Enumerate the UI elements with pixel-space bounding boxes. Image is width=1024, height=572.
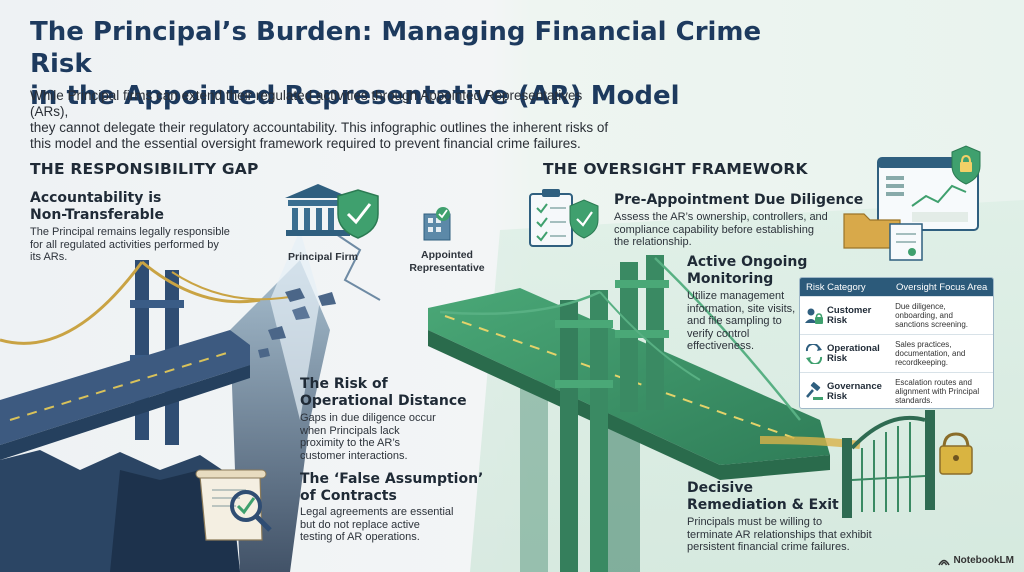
contracts-text-line-2: but do not replace active [300, 518, 420, 531]
intro-line-2: they cannot delegate their regulatory ac… [30, 120, 609, 135]
distance-text-line-2: when Principals lack [300, 424, 400, 437]
distance-title-line-2: Operational Distance [300, 393, 467, 409]
customer-focus-line-1: Due diligence, [895, 302, 946, 311]
monitoring-text-line-2: information, site visits, [687, 302, 796, 315]
due-diligence-text-line-3: the relationship. [614, 236, 692, 248]
appointed-representative-icon [423, 207, 451, 241]
accountability-title-line-1: Accountability is [30, 190, 162, 206]
risk-category-header: Risk Category [806, 281, 866, 293]
monitoring-dashboard-icon [877, 145, 981, 231]
risk-oversight-table: Risk Category Oversight Focus Area Custo… [799, 277, 994, 409]
operational-focus-line-2: documentation, and [895, 349, 966, 358]
risk-category-cell: Governance Risk [800, 380, 891, 402]
due-diligence-text: Assess the AR’s ownership, controllers, … [614, 211, 854, 249]
ongoing-monitoring-title: Active Ongoing Monitoring [687, 254, 807, 288]
due-diligence-title: Pre-Appointment Due Diligence [614, 192, 864, 208]
oversight-focus-cell: Escalation routes and alignment with Pri… [891, 378, 993, 405]
accountability-title: Accountability is Non-Transferable [30, 190, 164, 224]
ongoing-monitoring-text: Utilize management information, site vis… [687, 290, 797, 353]
remediation-title-line-2: Remediation & Exit [687, 497, 839, 513]
title-line-2: in the Appointed Representative (AR) Mod… [30, 81, 680, 111]
ar-label-line-1: Appointed [421, 249, 473, 261]
governance-risk-label-line-1: Governance [827, 380, 882, 392]
brand-name: NotebookLM [953, 555, 1014, 566]
brand-watermark: NotebookLM [938, 555, 1014, 566]
customer-lock-icon [805, 308, 823, 324]
principal-firm-label: Principal Firm [288, 251, 359, 263]
table-header: Risk Category Oversight Focus Area [800, 278, 993, 296]
customer-risk-label-line-1: Customer [827, 304, 872, 316]
checklist-clipboard-icon [529, 189, 599, 247]
table-row: Governance Risk Escalation routes and al… [800, 372, 993, 408]
contracts-text-line-1: Legal agreements are essential [300, 506, 454, 518]
operational-focus-line-1: Sales practices, [895, 340, 952, 349]
customer-risk-label-line-2: Risk [827, 314, 848, 326]
intro-line-1: While Principal firms can extend their r… [30, 88, 583, 119]
gate-icon [842, 410, 935, 518]
padlock-icon [939, 432, 973, 475]
contract-scroll-icon [195, 469, 272, 541]
monitoring-text-line-3: and file sampling to [687, 315, 782, 327]
false-assumption-text: Legal agreements are essential but do no… [300, 506, 480, 544]
accountability-title-line-2: Non-Transferable [30, 207, 164, 223]
folder-icon [843, 213, 923, 261]
operational-flow-icon [805, 343, 823, 364]
remediation-text-line-3: persistent financial crime failures. [687, 541, 850, 553]
monitoring-text-line-5: effectiveness. [687, 340, 755, 352]
operational-risk-label-line-1: Operational [827, 342, 880, 354]
remediation-text: Principals must be willing to terminate … [687, 516, 927, 554]
governance-focus-line-2: alignment with Principal [895, 387, 980, 396]
gavel-icon [806, 381, 823, 400]
monitoring-title-line-1: Active Ongoing [687, 254, 808, 270]
title-line-1: The Principal’s Burden: Managing Financi… [30, 17, 762, 79]
responsibility-gap-heading: THE RESPONSIBILITY GAP [30, 160, 259, 178]
customer-focus-line-2: onboarding, and [895, 311, 953, 320]
appointed-representative-label: Appointed Representative [408, 249, 486, 274]
notebooklm-logo-icon [938, 559, 951, 565]
distance-text-line-3: proximity to the AR’s [300, 437, 401, 449]
customer-focus-line-3: sanctions screening. [895, 320, 968, 329]
oversight-framework-heading: THE OVERSIGHT FRAMEWORK [543, 160, 808, 178]
governance-risk-label-line-2: Risk [827, 390, 848, 402]
remediation-text-line-1: Principals must be willing to [687, 516, 823, 528]
governance-focus-line-1: Escalation routes and [895, 378, 972, 387]
table-row: Operational Risk Sales practices, docume… [800, 334, 993, 372]
operational-focus-line-3: recordkeeping. [895, 358, 948, 367]
governance-focus-line-3: standards. [895, 396, 933, 405]
intro-line-3: this model and the essential oversight f… [30, 136, 581, 151]
operational-distance-text: Gaps in due diligence occur when Princip… [300, 412, 460, 462]
monitoring-text-line-4: verify control [687, 327, 750, 340]
contracts-title-line-2: of Contracts [300, 488, 397, 504]
table-row: Customer Risk Due diligence, onboarding,… [800, 296, 993, 334]
intro-paragraph: While Principal firms can extend their r… [30, 88, 610, 152]
due-diligence-text-line-1: Assess the AR’s ownership, controllers, … [614, 211, 828, 223]
risk-category-cell: Customer Risk [800, 304, 891, 326]
operational-risk-label-line-2: Risk [827, 352, 848, 364]
principal-firm-icon [285, 184, 379, 239]
oversight-focus-cell: Sales practices, documentation, and reco… [891, 340, 993, 367]
accountability-text: The Principal remains legally responsibl… [30, 226, 250, 264]
accountability-text-line-2: for all regulated activities performed b… [30, 238, 219, 251]
operational-distance-title: The Risk of Operational Distance [300, 376, 467, 410]
due-diligence-text-line-2: compliance capability before establishin… [614, 223, 814, 236]
oversight-focus-cell: Due diligence, onboarding, and sanctions… [891, 302, 993, 329]
page-title: The Principal’s Burden: Managing Financi… [30, 16, 790, 112]
oversight-focus-header: Oversight Focus Area [896, 281, 988, 293]
risk-category-cell: Operational Risk [800, 342, 891, 364]
distance-title-line-1: The Risk of [300, 376, 388, 392]
remediation-title-line-1: Decisive [687, 480, 753, 496]
distance-text-line-1: Gaps in due diligence occur [300, 412, 436, 424]
monitoring-text-line-1: Utilize management [687, 290, 785, 302]
remediation-title: Decisive Remediation & Exit [687, 480, 839, 514]
remediation-text-line-2: terminate AR relationships that exhibit [687, 528, 872, 541]
distance-text-line-4: customer interactions. [300, 449, 408, 462]
ar-label-line-2: Representative [409, 261, 485, 274]
contracts-text-line-3: testing of AR operations. [300, 531, 420, 543]
false-assumption-title: The ‘False Assumption’ of Contracts [300, 471, 483, 505]
accountability-text-line-3: its ARs. [30, 251, 68, 263]
monitoring-title-line-2: Monitoring [687, 271, 774, 287]
contracts-title-line-1: The ‘False Assumption’ [300, 471, 484, 487]
accountability-text-line-1: The Principal remains legally responsibl… [30, 226, 230, 238]
